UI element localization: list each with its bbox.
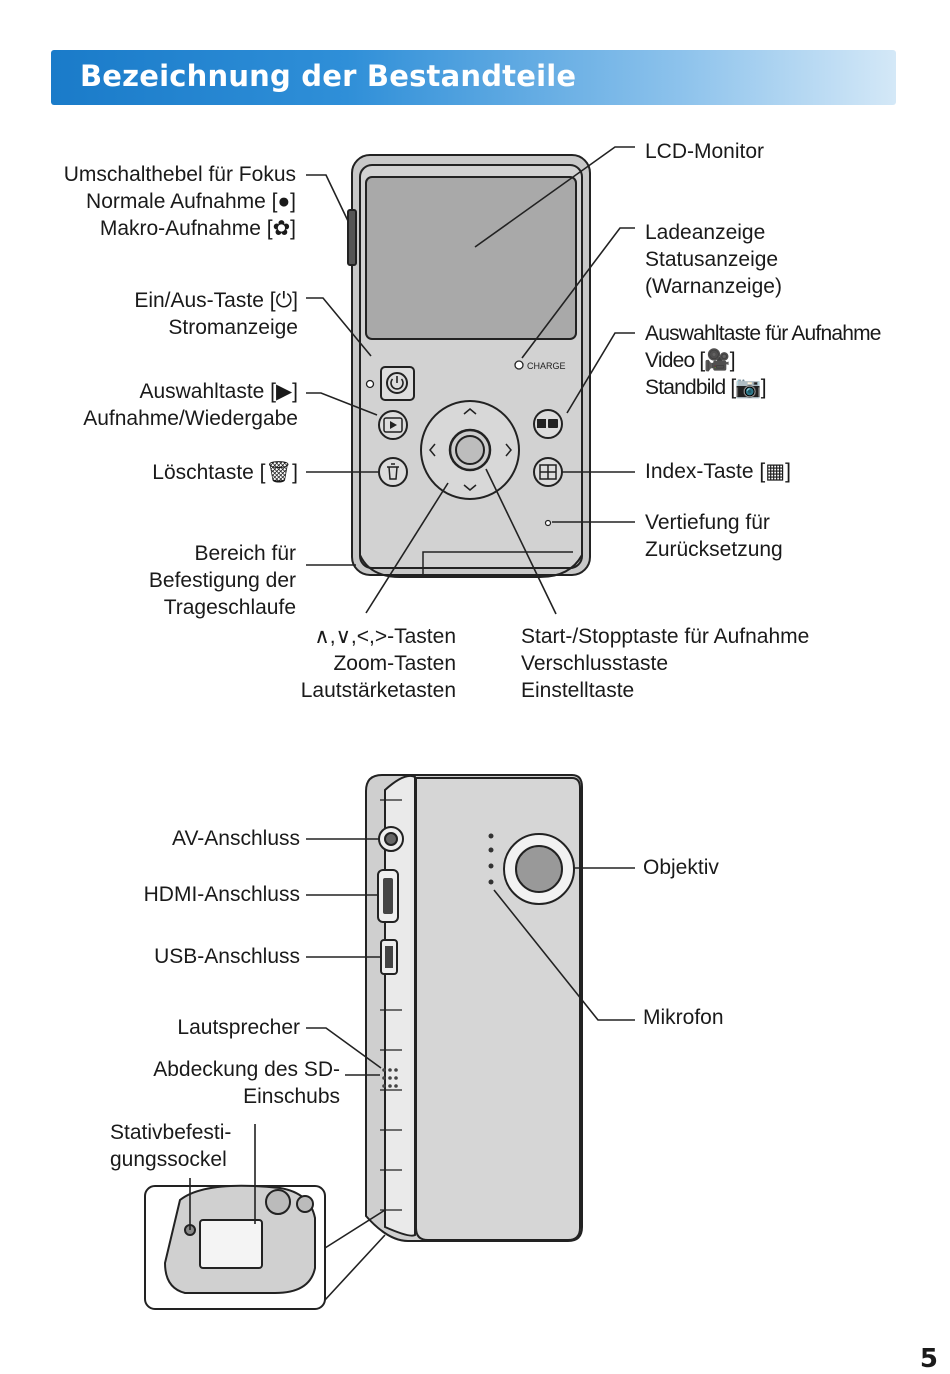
tripod-inset bbox=[144, 1184, 386, 1310]
tripod-line1: Stativbefesti- bbox=[110, 1121, 232, 1144]
focus-label-line2: Normale Aufnahme [●] bbox=[86, 190, 296, 213]
back-leader-lines bbox=[189, 838, 635, 1230]
strap-label: Bereich für Befestigung der Trageschlauf… bbox=[149, 540, 296, 621]
arrow-keys-line3: Lautstärketasten bbox=[300, 679, 456, 702]
focus-label-line3: Makro-Aufnahme [✿] bbox=[99, 217, 296, 240]
strap-label-line3: Trageschlaufe bbox=[163, 596, 296, 619]
focus-label-line1: Umschalthebel für Fokus bbox=[63, 163, 296, 186]
strap-label-line2: Befestigung der bbox=[148, 569, 296, 592]
charge-label-line2: Statusanzeige bbox=[645, 248, 779, 271]
mode-label: Auswahltaste für Aufnahme Video [🎥] Stan… bbox=[645, 320, 881, 401]
playback-label: Auswahltaste [▶] Aufnahme/Wiedergabe bbox=[83, 378, 298, 432]
reset-label: Vertiefung für Zurücksetzung bbox=[645, 509, 783, 563]
mic-label: Mikrofon bbox=[643, 1006, 724, 1029]
front-camera: CHARGE bbox=[347, 154, 591, 578]
charge-text: CHARGE bbox=[527, 361, 566, 371]
page-title: Bezeichnung der Bestandteile bbox=[80, 59, 577, 93]
reset-label-line1: Vertiefung für bbox=[645, 511, 770, 534]
focus-label: Umschalthebel für Fokus Normale Aufnahme… bbox=[64, 161, 296, 242]
playback-label-line1: Auswahltaste [▶] bbox=[139, 380, 298, 403]
page-number: 5 bbox=[919, 1344, 938, 1374]
usb-label: USB-Anschluss bbox=[154, 945, 300, 968]
sd-cover-line2: Einschubs bbox=[243, 1085, 340, 1108]
av-label: AV-Anschluss bbox=[172, 827, 300, 850]
lcd-label: LCD-Monitor bbox=[645, 140, 765, 163]
strap-label-line1: Bereich für bbox=[194, 542, 296, 565]
arrow-keys-line1: ∧,∨,<,>-Tasten bbox=[314, 625, 456, 648]
start-stop-line3: Einstelltaste bbox=[521, 679, 635, 702]
section-header: Bezeichnung der Bestandteile bbox=[51, 50, 896, 105]
charge-label-line1: Ladeanzeige bbox=[645, 221, 766, 244]
tripod-label: Stativbefesti- gungssockel bbox=[110, 1119, 231, 1173]
hdmi-label: HDMI-Anschluss bbox=[143, 883, 300, 906]
sd-cover-line1: Abdeckung des SD- bbox=[153, 1058, 340, 1081]
power-label-line1: Ein/Aus-Taste [⏻] bbox=[134, 289, 298, 312]
lens-label: Objektiv bbox=[643, 856, 719, 879]
index-label: Index-Taste [▦] bbox=[645, 460, 791, 483]
power-label-line2: Stromanzeige bbox=[168, 316, 298, 339]
mode-label-line3: Standbild [📷] bbox=[645, 376, 767, 399]
mode-label-line2: Video [🎥] bbox=[645, 349, 736, 372]
mode-label-line1: Auswahltaste für Aufnahme bbox=[645, 322, 881, 345]
delete-label: Löschtaste [🗑] bbox=[152, 461, 298, 484]
sd-cover-label: Abdeckung des SD- Einschubs bbox=[153, 1056, 340, 1110]
start-stop-label: Start-/Stopptaste für Aufnahme Verschlus… bbox=[521, 623, 809, 704]
arrow-keys-label: ∧,∨,<,>-Tasten Zoom-Tasten Lautstärketas… bbox=[301, 623, 456, 704]
arrow-keys-line2: Zoom-Tasten bbox=[333, 652, 456, 675]
speaker-label: Lautsprecher bbox=[177, 1016, 300, 1039]
charge-label: Ladeanzeige Statusanzeige (Warnanzeige) bbox=[645, 219, 782, 300]
tripod-line2: gungssockel bbox=[110, 1148, 227, 1171]
power-label: Ein/Aus-Taste [⏻] Stromanzeige bbox=[134, 287, 298, 341]
reset-label-line2: Zurücksetzung bbox=[645, 538, 783, 561]
start-stop-line2: Verschlusstaste bbox=[521, 652, 669, 675]
charge-label-line3: (Warnanzeige) bbox=[645, 275, 782, 298]
back-camera bbox=[365, 774, 583, 1242]
front-leader-lines bbox=[306, 146, 635, 615]
start-stop-line1: Start-/Stopptaste für Aufnahme bbox=[521, 625, 810, 648]
playback-label-line2: Aufnahme/Wiedergabe bbox=[83, 407, 298, 430]
